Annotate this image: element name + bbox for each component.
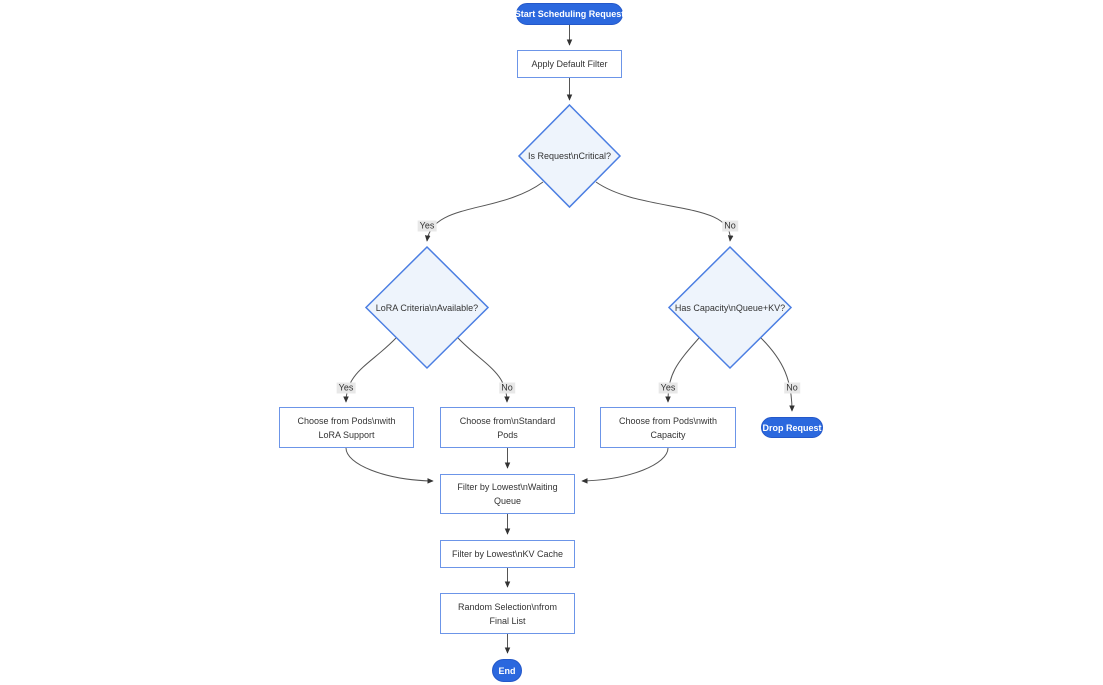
edge-label-critical-no: No	[722, 220, 738, 232]
edge-capacity-no-to-drop	[760, 337, 795, 412]
node-choose-pods-lora-support: Choose from Pods\nwith LoRA Support	[279, 407, 414, 448]
node-apply-default-filter: Apply Default Filter	[517, 50, 622, 78]
edge-critical-yes-to-lora	[424, 181, 544, 242]
edge-label-capacity-yes: Yes	[658, 382, 678, 394]
edge-label-lora-no: No	[499, 382, 515, 394]
edge-capacity-yes-to-choose-capacity	[665, 337, 700, 403]
node-lora-criteria-available: LoRA Criteria\nAvailable?	[375, 302, 479, 313]
edge-label-critical-yes: Yes	[417, 220, 437, 232]
node-is-request-critical: Is Request\nCritical?	[527, 151, 612, 161]
edge-critical-no-to-capacity	[595, 181, 734, 242]
decision-shape-is-critical	[517, 103, 622, 209]
decision-shape-has-capacity	[667, 245, 793, 370]
node-filter-lowest-waiting-queue: Filter by Lowest\nWaiting Queue	[440, 474, 575, 514]
edge-choose-lora-to-filter-waiting	[345, 447, 434, 484]
node-random-selection-final-list: Random Selection\nfrom Final List	[440, 593, 575, 634]
node-start-scheduling-request: Start Scheduling Request	[515, 3, 624, 25]
edge-label-capacity-no: No	[784, 382, 800, 394]
edge-lora-yes-to-choose-lora	[343, 337, 397, 403]
edge-lora-no-to-choose-standard	[457, 337, 510, 403]
edge-label-lora-yes: Yes	[336, 382, 356, 394]
node-has-capacity-queue-kv: Has Capacity\nQueue+KV?	[674, 302, 786, 313]
node-choose-standard-pods: Choose from\nStandard Pods	[440, 407, 575, 448]
decision-shape-lora-criteria	[364, 245, 490, 370]
edge-choose-capacity-to-filter-waiting	[581, 447, 669, 484]
node-drop-request: Drop Request	[761, 417, 823, 438]
node-choose-pods-capacity: Choose from Pods\nwith Capacity	[600, 407, 736, 448]
node-filter-lowest-kv-cache: Filter by Lowest\nKV Cache	[440, 540, 575, 568]
node-end: End	[492, 659, 522, 682]
